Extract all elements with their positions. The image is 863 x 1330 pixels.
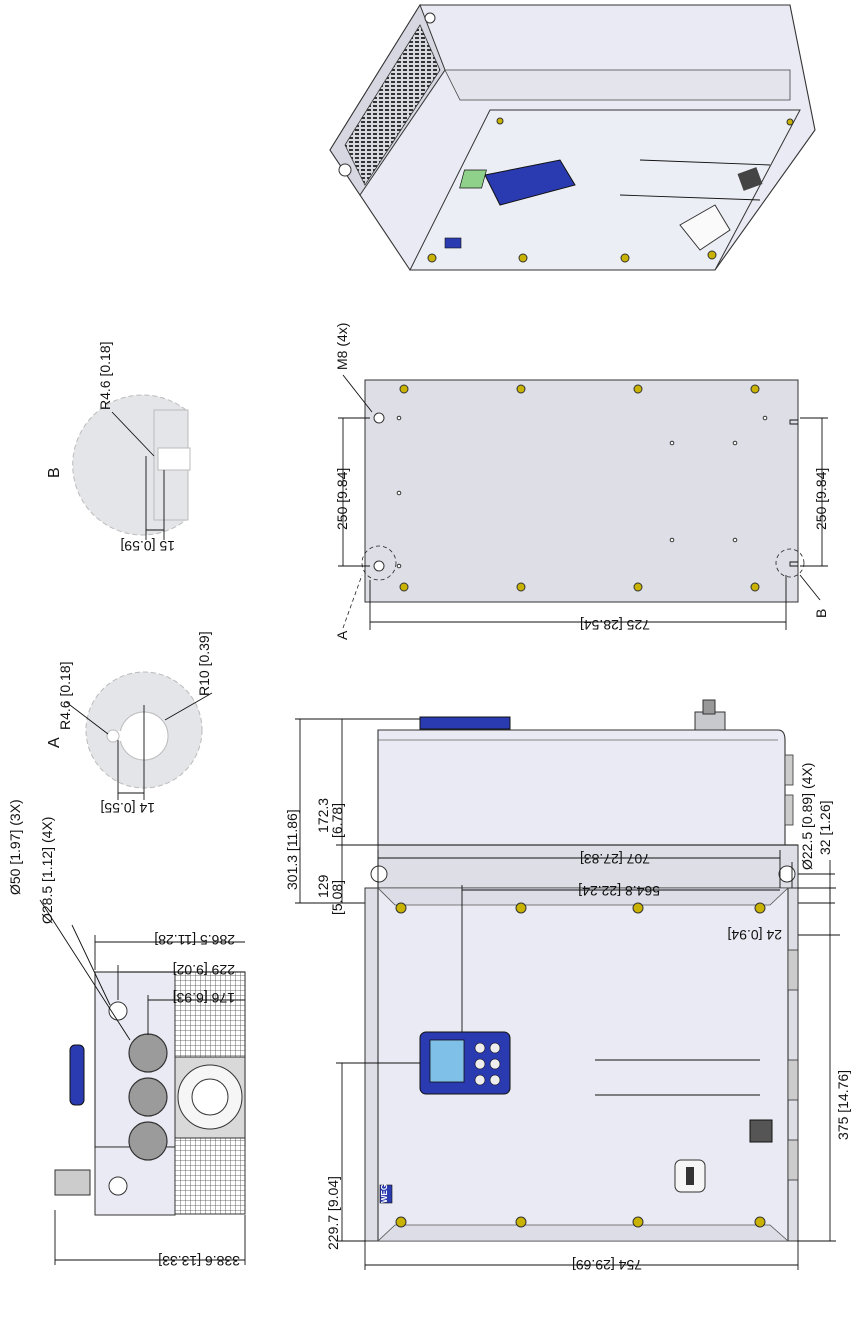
- dim-754: 754 [29.69]: [571, 1257, 642, 1273]
- dim-22: Ø22.5 [0.89] (4X): [799, 762, 815, 870]
- isometric-view: [329, 3, 816, 271]
- brand-logo: WEG: [380, 1183, 389, 1203]
- top-mesh-lower: [174, 1137, 246, 1215]
- dim-707: 707 [27.83]: [579, 851, 650, 867]
- dim-24: 24 [0.94]: [727, 927, 783, 943]
- detail-a-title: A: [46, 737, 63, 748]
- brand-badge: [379, 1184, 393, 1204]
- dim-250-left: 250 [9.84]: [334, 467, 350, 530]
- dim-172: 172.3: [315, 797, 331, 833]
- dim-129-in: [5.08]: [329, 879, 345, 915]
- detail-b-callout: [775, 548, 805, 578]
- dim-301: 301.3 [11.86]: [284, 809, 300, 890]
- keyhole-bottom: [373, 560, 385, 572]
- dim-286: 286.5 [11.28]: [154, 932, 235, 948]
- detail-a: [65, 671, 213, 800]
- keyhole-top: [373, 412, 385, 424]
- detail-b-radius: R4.6 [0.18]: [97, 341, 113, 411]
- top-view: [39, 899, 246, 1265]
- side-housing: [377, 729, 786, 846]
- top-keypad-edge: [69, 1044, 85, 1106]
- detail-a-radius-large: R10 [0.39]: [196, 631, 212, 696]
- iso-keypad: [484, 159, 576, 206]
- dim-229-7: 229.7 [9.04]: [325, 1176, 341, 1250]
- detail-b-width: 15 [0.59]: [120, 538, 176, 554]
- back-plate: [364, 379, 799, 603]
- top-mesh-upper: [174, 971, 246, 1058]
- dim-229: 229 [9.02]: [172, 962, 235, 978]
- dim-564: 564.8 [22.24]: [578, 883, 660, 899]
- label-detail-a: A: [334, 630, 350, 640]
- side-keypad: [419, 716, 511, 730]
- detail-a-callout: [361, 545, 397, 581]
- dim-129: 129: [315, 874, 331, 898]
- dim-375: 375 [14.76]: [835, 1069, 851, 1140]
- detail-a-width: 14 [0.55]: [100, 800, 156, 816]
- dim-250-right: 250 [9.84]: [813, 467, 829, 530]
- iso-disconnect-switch: [679, 204, 731, 251]
- front-label-plate: [749, 1119, 773, 1143]
- dim-176: 176 [6.93]: [172, 990, 235, 1006]
- keypad-display: [429, 1039, 465, 1083]
- iso-label-plate: [737, 167, 763, 191]
- dim-725: 725 [28.54]: [579, 617, 650, 633]
- detail-b: [72, 394, 191, 540]
- dim-hole-large: Ø50 [1.97] (3X): [7, 799, 23, 895]
- detail-a-radius-small: R4.6 [0.18]: [57, 661, 73, 731]
- dim-172-in: [6.78]: [329, 802, 345, 838]
- dim-hole-small: Ø28.5 [1.12] (4X): [39, 816, 55, 924]
- detail-b-title: B: [46, 467, 63, 478]
- dim-32: 32 [1.26]: [817, 800, 833, 856]
- iso-side-vent: [344, 24, 441, 186]
- dim-338: 338.6 [13.33]: [158, 1253, 240, 1269]
- front-view: [336, 850, 836, 1270]
- label-detail-b: B: [813, 608, 829, 618]
- back-view: [338, 374, 828, 630]
- label-m8: M8 (4x): [334, 322, 350, 370]
